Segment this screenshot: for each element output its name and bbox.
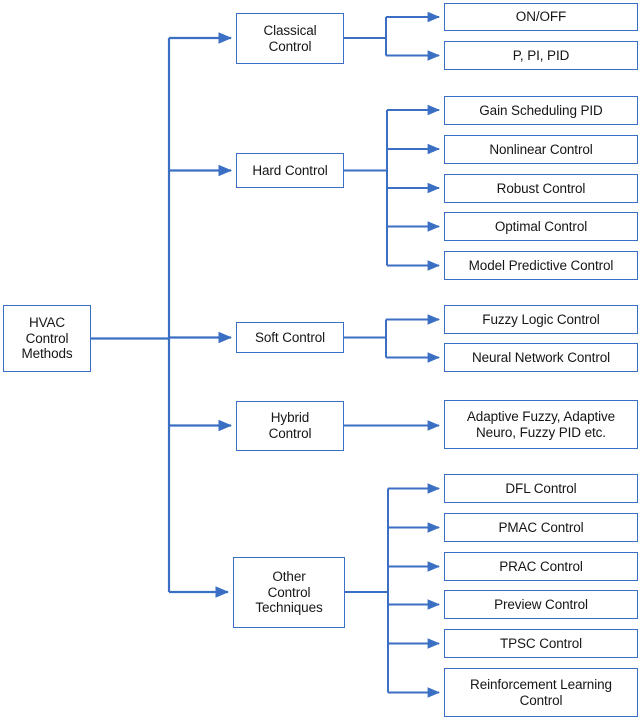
node-p-pi-pid[interactable]: P, PI, PID (444, 41, 638, 70)
node-preview-control[interactable]: Preview Control (444, 590, 638, 619)
node-pmac-control[interactable]: PMAC Control (444, 513, 638, 542)
node-gain-scheduling-pid[interactable]: Gain Scheduling PID (444, 96, 638, 125)
node-optimal-control[interactable]: Optimal Control (444, 212, 638, 241)
node-fuzzy-logic-control[interactable]: Fuzzy Logic Control (444, 305, 638, 334)
node-neural-network-control[interactable]: Neural Network Control (444, 343, 638, 372)
node-soft-control[interactable]: Soft Control (236, 322, 344, 353)
node-prac-control[interactable]: PRAC Control (444, 552, 638, 581)
node-tpsc-control[interactable]: TPSC Control (444, 629, 638, 658)
node-hard-control[interactable]: Hard Control (236, 153, 344, 188)
node-model-predictive-control[interactable]: Model Predictive Control (444, 251, 638, 280)
node-dfl-control[interactable]: DFL Control (444, 474, 638, 503)
node-nonlinear-control[interactable]: Nonlinear Control (444, 135, 638, 164)
node-on-off[interactable]: ON/OFF (444, 3, 638, 31)
node-robust-control[interactable]: Robust Control (444, 174, 638, 203)
